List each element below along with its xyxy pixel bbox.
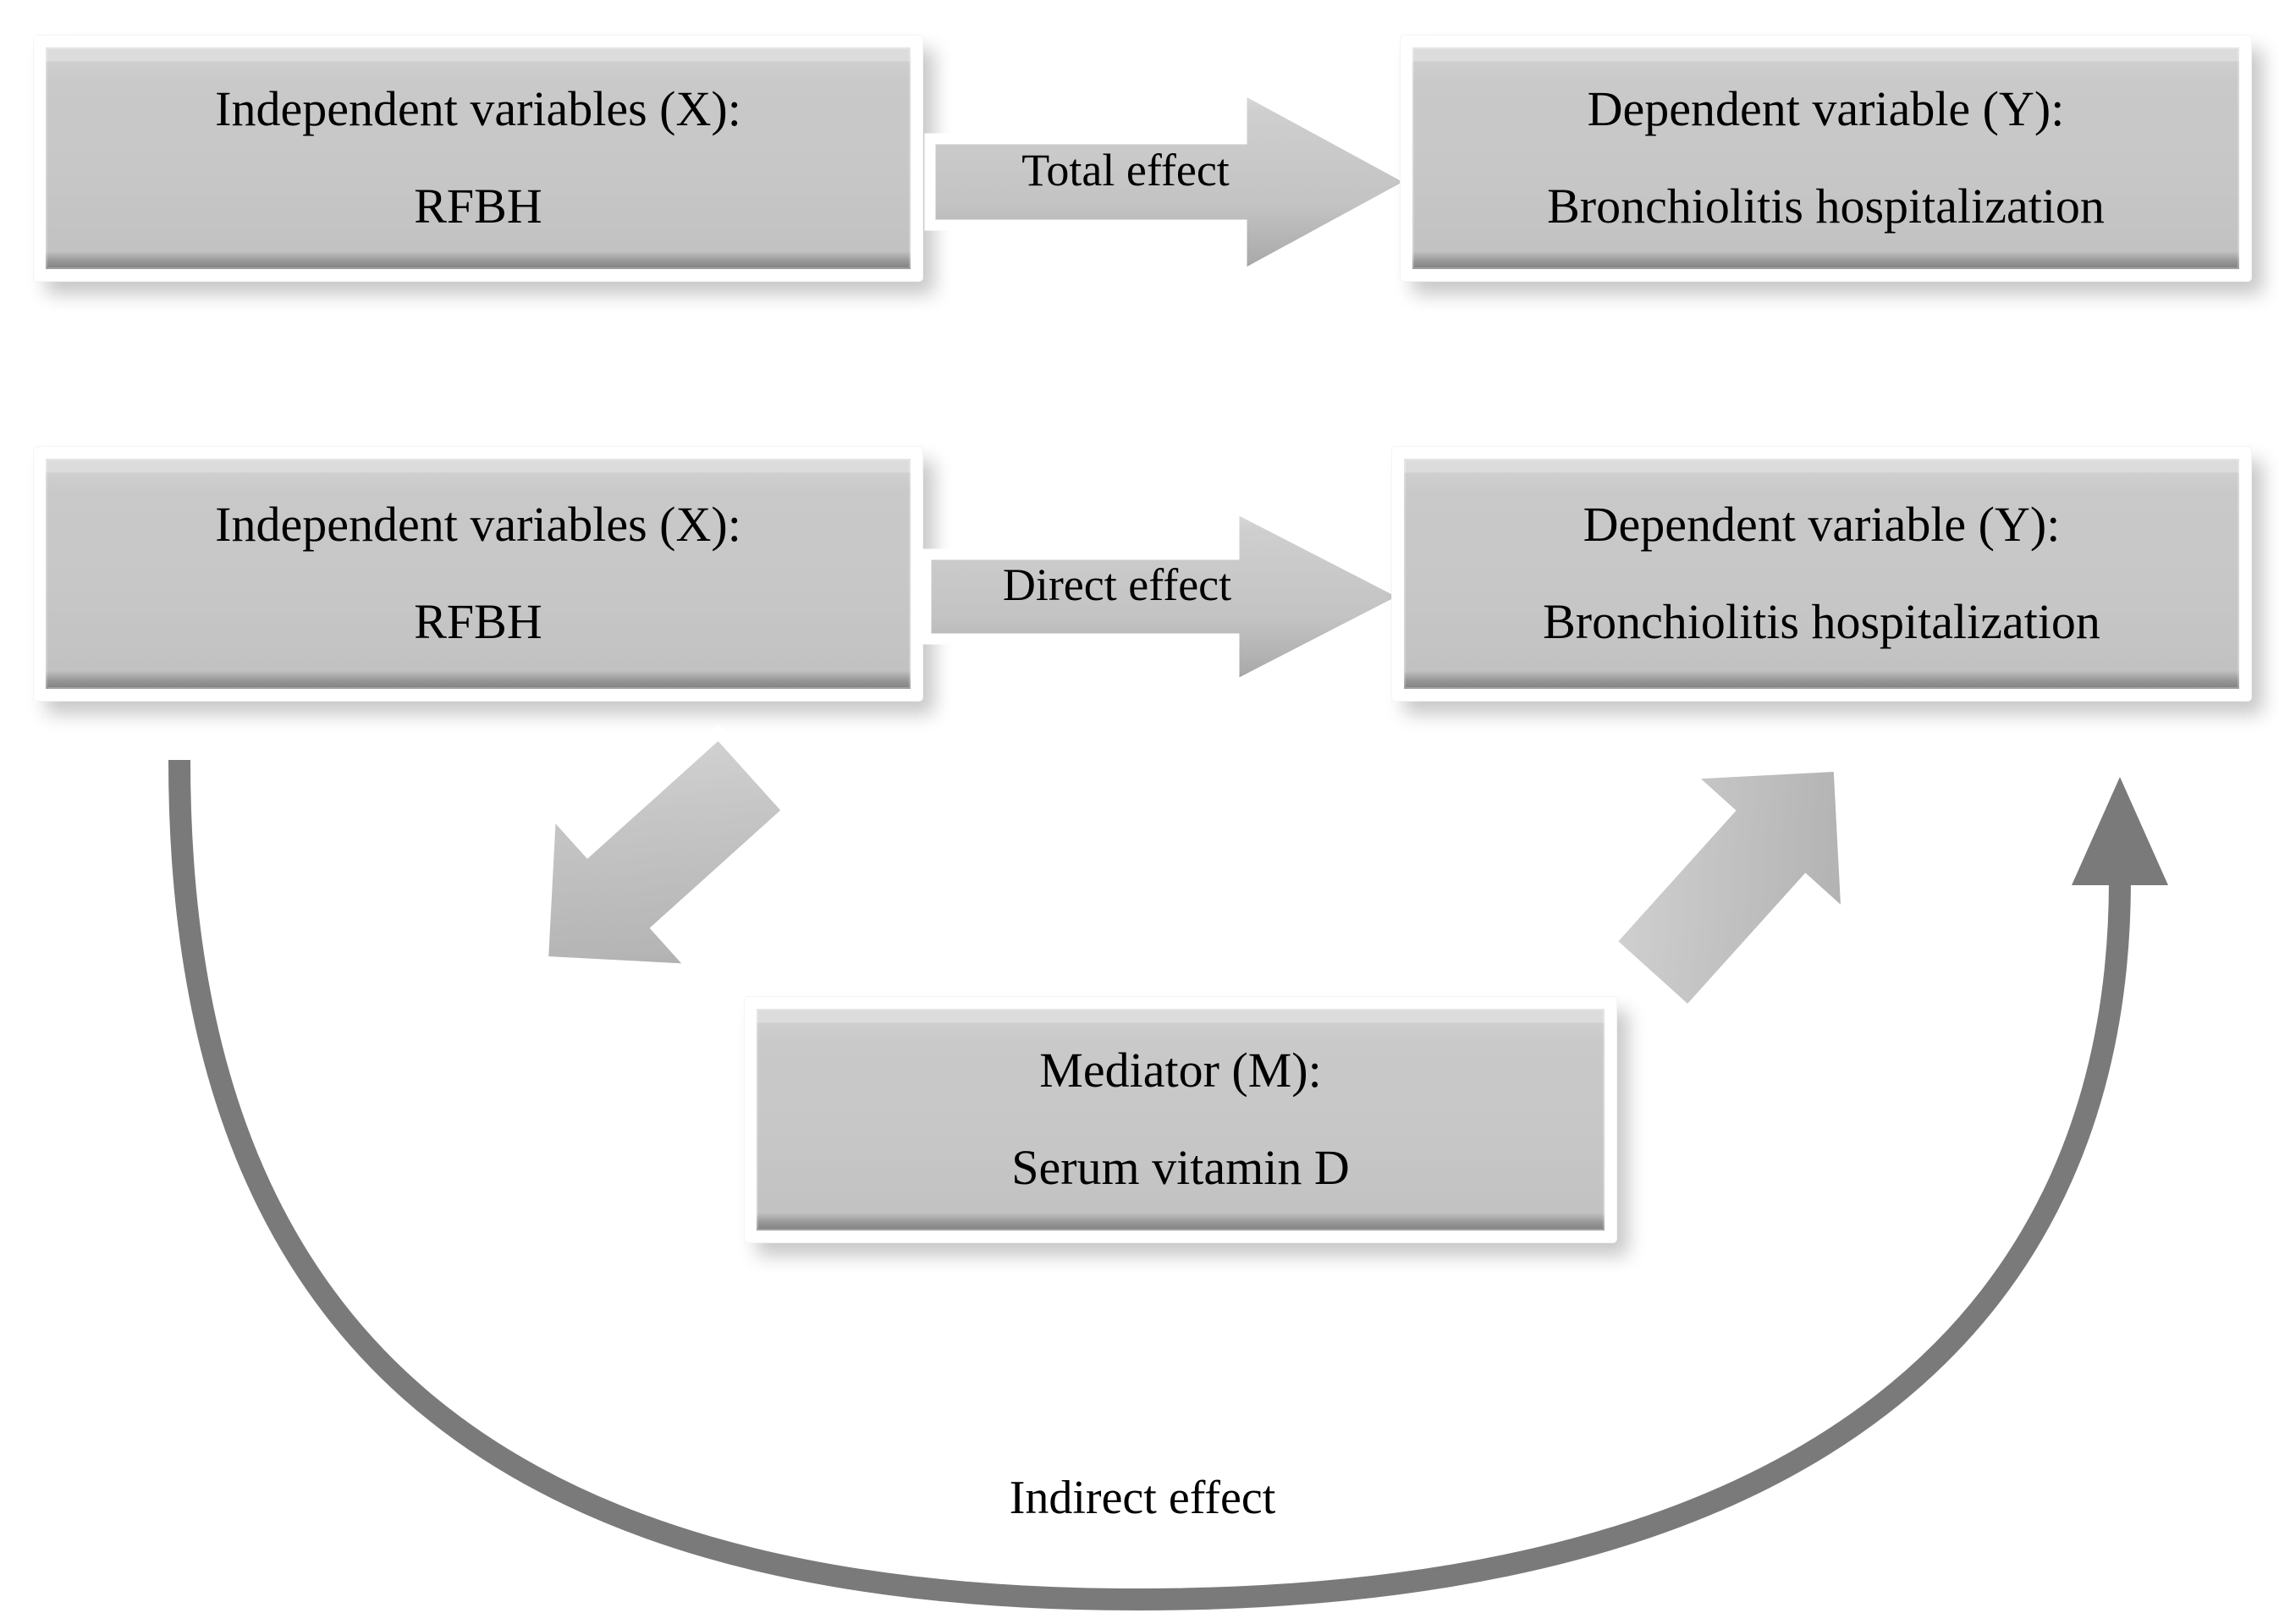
x-to-mediator-arrow xyxy=(470,711,825,1024)
node-dependent-variable-top: Dependent variable (Y): Bronchiolitis ho… xyxy=(1401,36,2251,281)
node-independent-variables-top: Independent variables (X): RFBH xyxy=(34,36,922,281)
node-line-2: RFBH xyxy=(414,594,542,649)
node-independent-variables-bottom: Independent variables (X): RFBH xyxy=(34,447,922,701)
node-line-2: Bronchiolitis hospitalization xyxy=(1543,594,2100,649)
node-dependent-variable-bottom: Dependent variable (Y): Bronchiolitis ho… xyxy=(1392,447,2251,701)
direct-effect-arrow xyxy=(920,498,1421,696)
total-effect-arrow xyxy=(924,79,1426,285)
node-line-1: Dependent variable (Y): xyxy=(1587,81,2065,137)
node-line-1: Independent variables (X): xyxy=(215,497,741,553)
node-line-1: Independent variables (X): xyxy=(215,81,741,137)
mediator-to-y-arrow xyxy=(1570,707,1925,1028)
indirect-effect-label: Indirect effect xyxy=(1009,1472,1276,1524)
total-effect-label: Total effect xyxy=(1021,145,1230,195)
node-line-2: Serum vitamin D xyxy=(1011,1140,1350,1195)
node-line-1: Dependent variable (Y): xyxy=(1583,497,2061,553)
direct-effect-label: Direct effect xyxy=(1002,559,1232,610)
node-mediator: Mediator (M): Serum vitamin D xyxy=(745,997,1616,1242)
node-line-2: RFBH xyxy=(414,179,542,234)
node-line-2: Bronchiolitis hospitalization xyxy=(1547,179,2105,234)
node-line-1: Mediator (M): xyxy=(1039,1043,1322,1098)
